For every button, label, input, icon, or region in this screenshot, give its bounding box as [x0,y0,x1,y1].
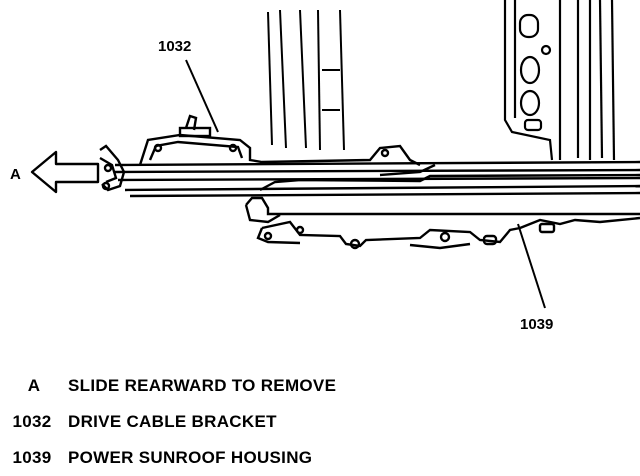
legend-key: 1039 [12,448,52,467]
vertical-member [267,9,345,151]
arrow-callout-label: A [10,166,21,183]
bracket-leader-line [185,59,219,133]
slide-direction-arrow [30,150,100,194]
sunroof-housing [244,196,640,250]
legend-key: A [27,376,41,395]
legend-description: SLIDE REARWARD TO REMOVE [68,376,337,395]
guide-rail [114,160,640,198]
sunroof-bracket-diagram: A 1032 1039 [10,0,640,333]
housing-callout-label: 1039 [520,316,553,333]
right-frame [503,0,616,161]
legend: A SLIDE REARWARD TO REMOVE 1032 DRIVE CA… [0,370,640,470]
bracket-callout-label: 1032 [158,38,191,55]
legend-key: 1032 [12,412,52,431]
drive-cable-bracket [138,114,421,167]
legend-description: DRIVE CABLE BRACKET [68,412,277,431]
legend-description: POWER SUNROOF HOUSING [68,448,313,467]
housing-leader-line [517,223,546,309]
release-clip [99,144,126,192]
